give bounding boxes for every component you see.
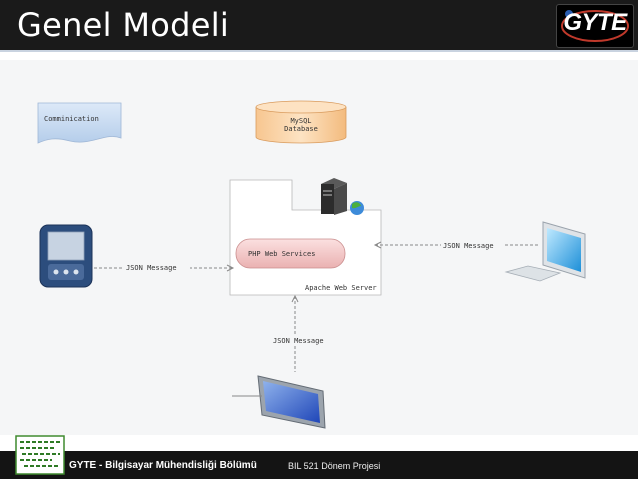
desktop-computer-icon <box>504 221 586 282</box>
php-services-label: PHP Web Services <box>248 250 315 258</box>
pda-device-icon <box>39 224 93 288</box>
footer-organization: GYTE - Bilgisayar Mühendisliği Bölümü <box>69 460 257 471</box>
gyte-logo: GYTE <box>556 4 634 48</box>
php-web-services: PHP Web Services <box>235 238 346 269</box>
title-divider <box>0 50 638 52</box>
slide-title: Genel Modeli <box>17 6 230 44</box>
footer-bar <box>0 451 638 479</box>
logo-text: GYTE <box>563 9 627 36</box>
server-label: Apache Web Server <box>305 284 377 292</box>
footer-project: BIL 521 Dönem Projesi <box>288 461 381 471</box>
mysql-database: MySQL Database <box>255 100 347 144</box>
communication-document: Comminication <box>37 102 122 144</box>
database-label-line2: Database <box>284 125 318 133</box>
logo-swoosh-icon <box>561 10 629 42</box>
laptop-icon <box>232 375 326 429</box>
json-label-bottom: JSON Message <box>273 337 324 345</box>
title-bar <box>0 0 638 50</box>
json-label-left: JSON Message <box>126 264 177 272</box>
footer-logo-icon <box>15 435 65 475</box>
laptop-connection <box>291 294 299 372</box>
database-label-line1: MySQL <box>290 117 311 125</box>
pda-connection <box>94 264 235 272</box>
server-icon <box>321 178 364 215</box>
json-label-right: JSON Message <box>443 242 494 250</box>
communication-label: Comminication <box>44 115 99 123</box>
server-package <box>229 179 382 296</box>
